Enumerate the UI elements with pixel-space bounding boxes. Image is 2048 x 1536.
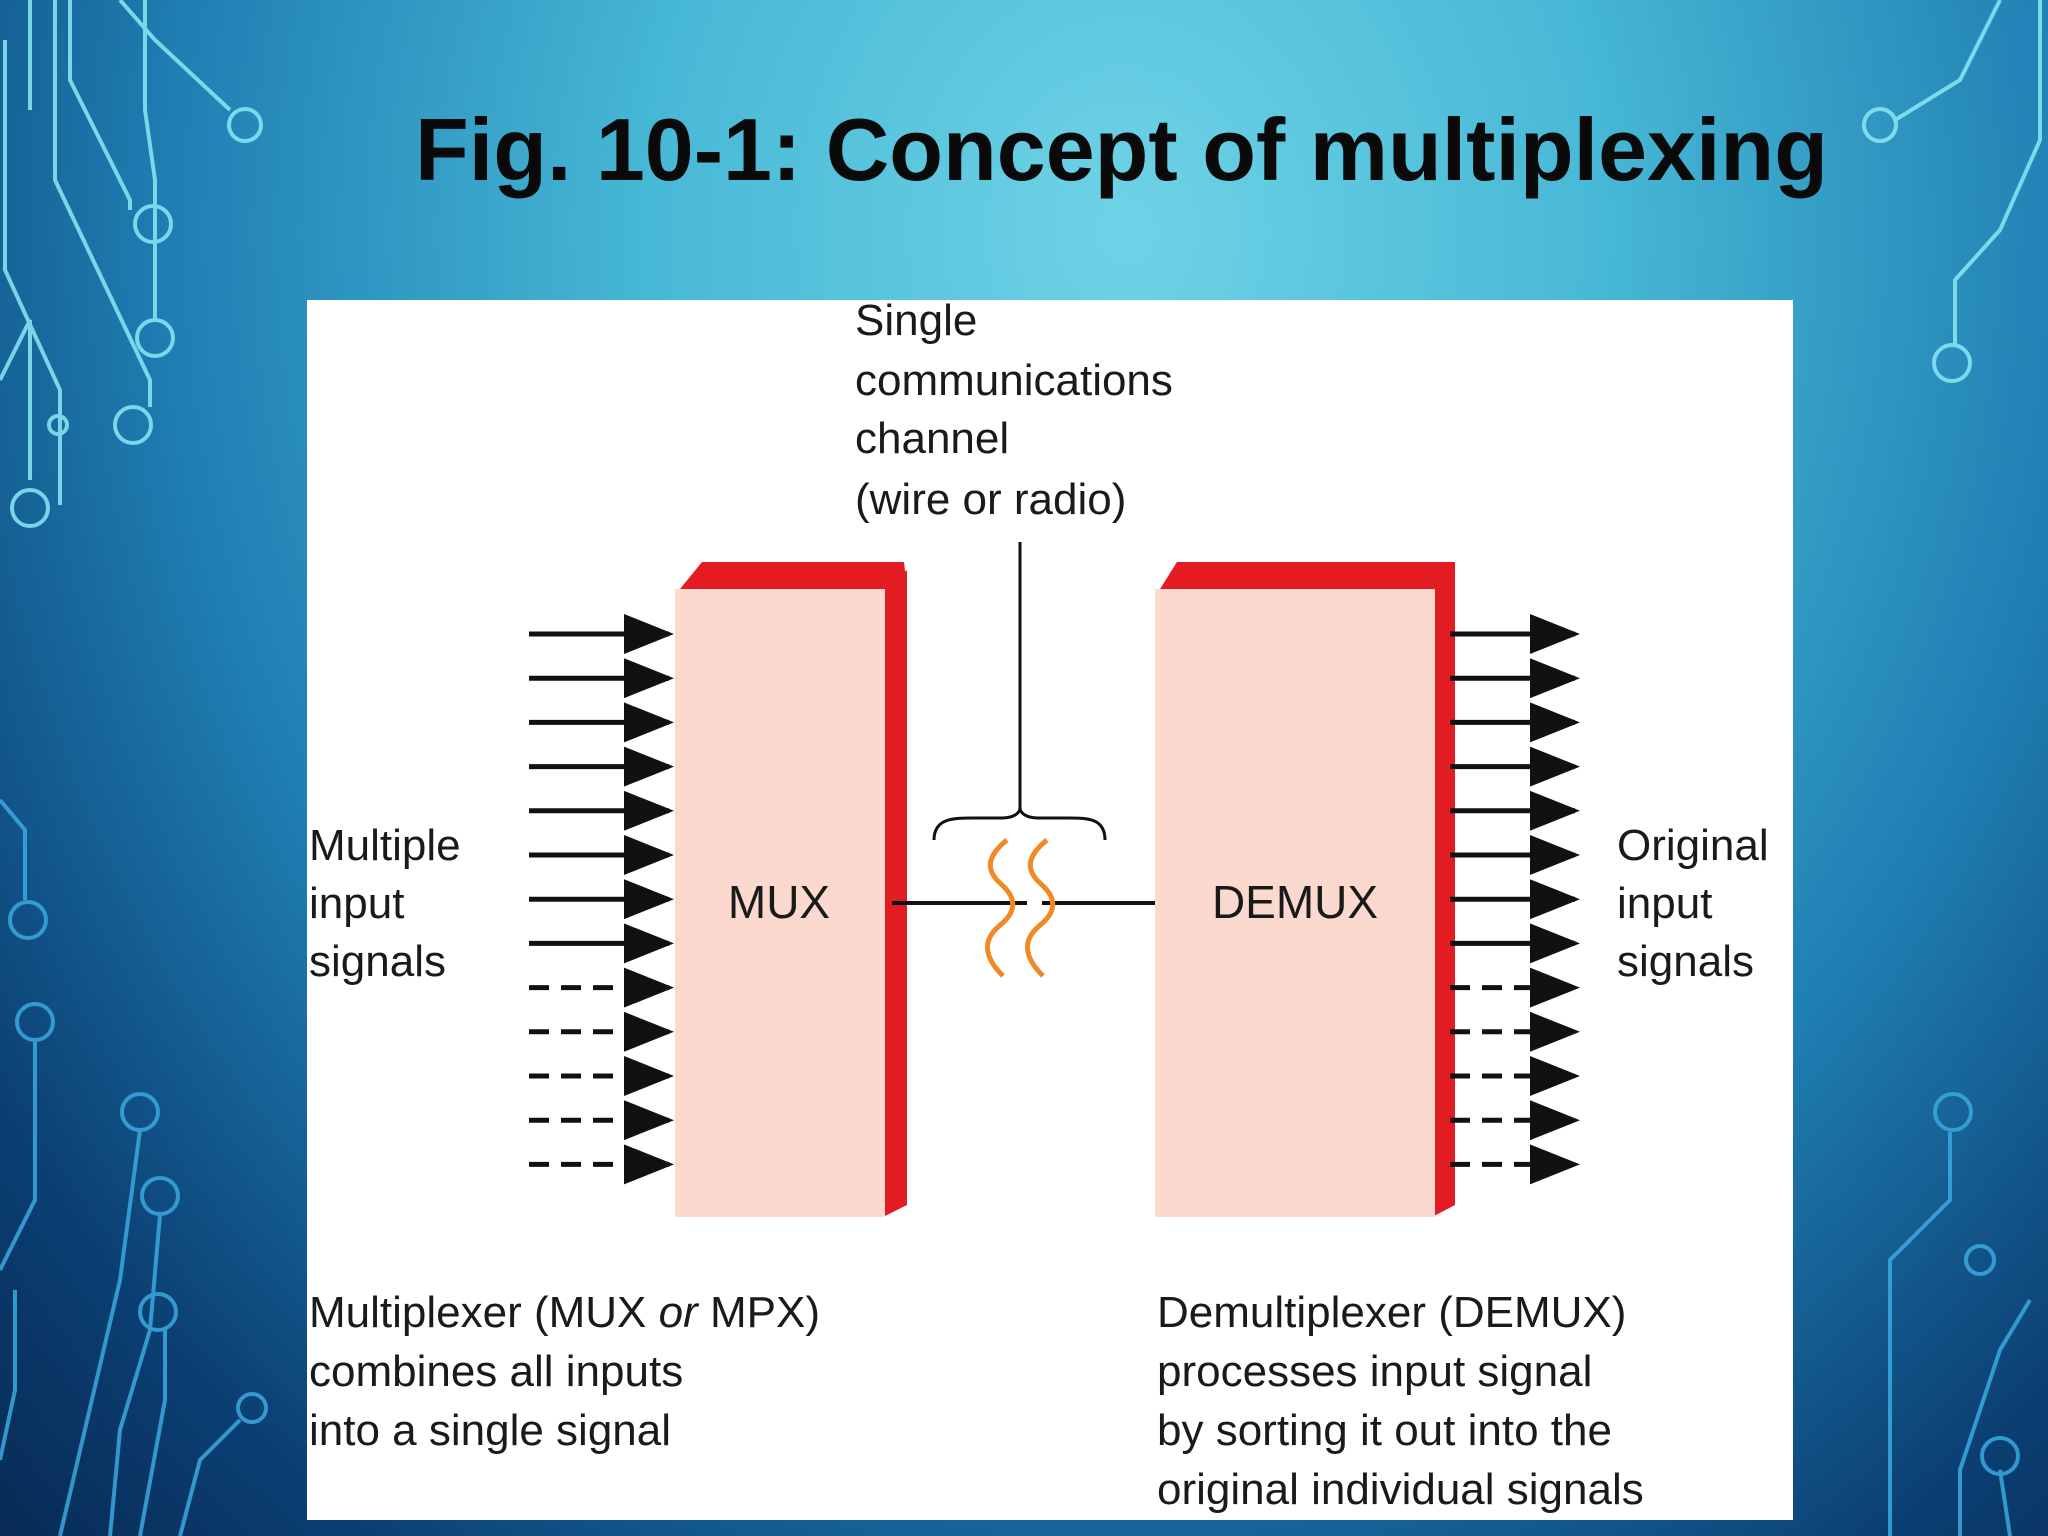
left-label-line: input	[309, 879, 404, 928]
wave-right	[1025, 838, 1056, 978]
mux-caption-italic: or	[659, 1288, 700, 1337]
demux-caption-line: original individual signals	[1157, 1465, 1644, 1514]
demux-caption-line: Demultiplexer (DEMUX)	[1157, 1288, 1626, 1337]
right-signals-label: Original input signals	[1617, 821, 1781, 986]
mux-caption-line: into a single signal	[309, 1406, 671, 1455]
mux-caption-part: Multiplexer (MUX	[309, 1288, 659, 1337]
left-label-line: Multiple	[309, 821, 461, 870]
right-label-line: signals	[1617, 937, 1754, 986]
channel-label-line: Single	[855, 300, 977, 345]
demux-block: DEMUX	[1155, 562, 1455, 1217]
demux-label: DEMUX	[1212, 876, 1378, 928]
mux-caption-line: combines all inputs	[309, 1347, 683, 1396]
mux-label: MUX	[728, 876, 830, 928]
demux-caption: Demultiplexer (DEMUX) processes input si…	[1157, 1288, 1644, 1514]
demux-caption-line: processes input signal	[1157, 1347, 1592, 1396]
left-label-line: signals	[309, 937, 446, 986]
channel-label-line: (wire or radio)	[855, 475, 1126, 524]
channel-label-line: channel	[855, 414, 1009, 463]
mux-caption: Multiplexer (MUX or MPX) combines all in…	[309, 1288, 832, 1455]
multiplexing-diagram: Single communications channel (wire or r…	[309, 300, 1781, 1514]
wave-left	[985, 838, 1016, 978]
input-arrows	[529, 614, 674, 1185]
channel-brace	[932, 807, 1107, 841]
slide-title: Fig. 10-1: Concept of multiplexing	[415, 100, 1828, 199]
left-signals-label: Multiple input signals	[309, 821, 473, 986]
channel-label-line: communications	[855, 356, 1173, 405]
demux-caption-line: by sorting it out into the	[1157, 1406, 1612, 1455]
figure-panel: Single communications channel (wire or r…	[307, 300, 1793, 1520]
output-arrows	[1450, 614, 1580, 1185]
channel-label: Single communications channel (wire or r…	[855, 300, 1185, 524]
right-label-line: Original	[1617, 821, 1769, 870]
mux-caption-part: MPX)	[698, 1288, 820, 1337]
right-label-line: input	[1617, 879, 1712, 928]
mux-block: MUX	[675, 562, 907, 1217]
